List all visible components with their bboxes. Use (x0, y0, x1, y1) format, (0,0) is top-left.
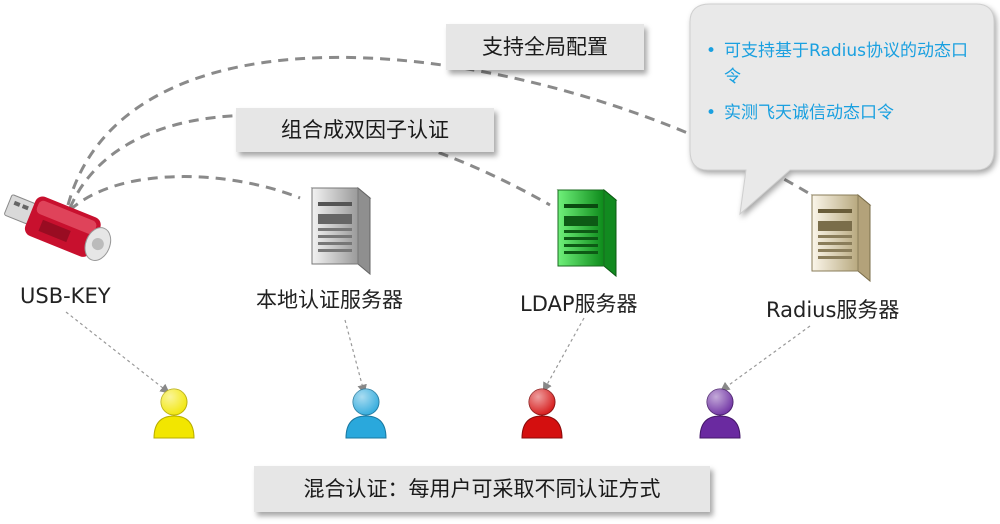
callout-list: 可支持基于Radius协议的动态口令 实测飞天诚信动态口令 (704, 38, 984, 136)
label-local-server: 本地认证服务器 (256, 288, 403, 312)
banner-two-factor: 组合成双因子认证 (236, 108, 494, 152)
user-icon-yellow (153, 388, 195, 439)
ldap-server-icon (556, 188, 618, 278)
user-icon-purple (699, 388, 741, 439)
radius-server-icon (810, 193, 872, 283)
usb-key-icon (4, 194, 112, 261)
arc-to-local-server (68, 175, 301, 212)
callout-item-ftsafe-otp: 实测飞天诚信动态口令 (704, 100, 984, 126)
local-server-icon (310, 186, 372, 276)
user-arrows (65, 311, 811, 395)
arrow-radius-to-user (720, 325, 811, 392)
user-icon-red (521, 388, 563, 439)
callout-item-radius-otp: 可支持基于Radius协议的动态口令 (704, 38, 984, 90)
banner-global-config: 支持全局配置 (446, 24, 644, 70)
arrow-usb-to-user (65, 311, 170, 394)
label-radius-server: Radius服务器 (766, 298, 900, 322)
arrow-local-to-user (344, 319, 367, 395)
user-icon-blue (345, 388, 387, 439)
arrow-ldap-to-user (542, 317, 585, 393)
banner-mixed-auth: 混合认证：每用户可采取不同认证方式 (254, 466, 710, 512)
label-usb-key: USB-KEY (20, 284, 111, 308)
label-ldap-server: LDAP服务器 (520, 292, 638, 316)
